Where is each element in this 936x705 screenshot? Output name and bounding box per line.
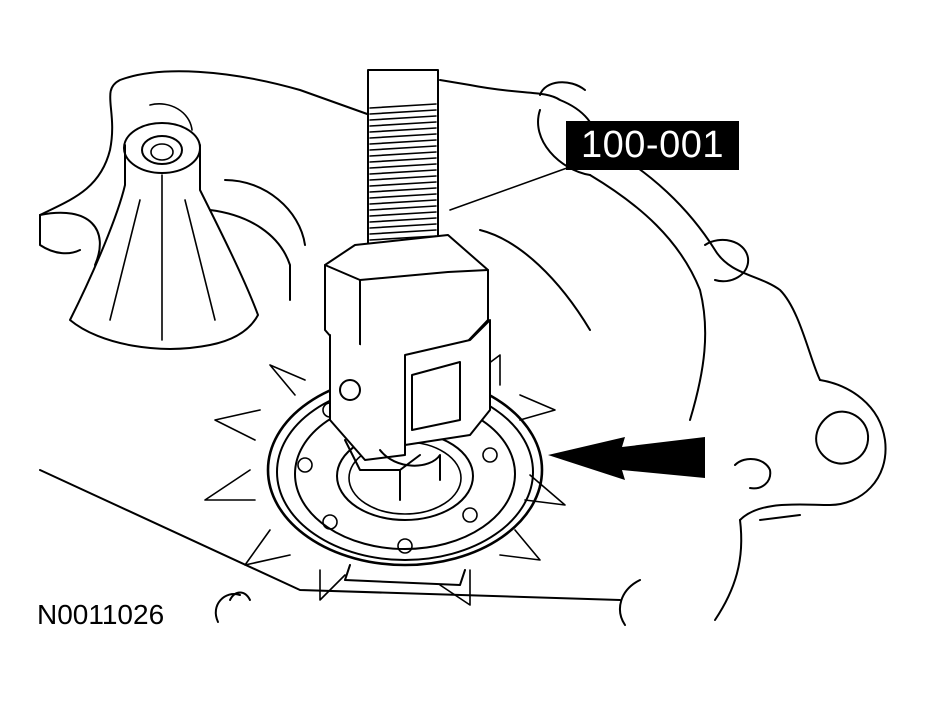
thread-line [369, 223, 437, 229]
thread-line [369, 187, 437, 193]
thread-line [369, 103, 437, 109]
thread-line [369, 109, 437, 115]
leader-line [449, 167, 568, 211]
thread-line [369, 139, 437, 145]
puller-jaw [324, 234, 491, 501]
thread-line [369, 217, 437, 223]
thread-line [369, 145, 437, 151]
thread-line [369, 115, 437, 121]
thread-line [369, 157, 437, 163]
figure-id: N0011026 [37, 599, 165, 630]
mounting-boss [39, 122, 306, 350]
thread-line [369, 229, 437, 235]
arrow-left-icon [548, 437, 705, 480]
thread-line [369, 163, 437, 169]
thread-line [369, 151, 437, 157]
thread-line [369, 199, 437, 205]
thread-line [369, 121, 437, 127]
thread-line [369, 133, 437, 139]
thread-line [369, 169, 437, 175]
thread-line [369, 205, 437, 211]
thread-line [369, 175, 437, 181]
thread-line [369, 211, 437, 217]
thread-line [369, 181, 437, 187]
tool-number-callout: 100-001 [566, 121, 739, 170]
thread-line [369, 127, 437, 133]
thread-line [369, 193, 437, 199]
case-housing [39, 70, 887, 626]
